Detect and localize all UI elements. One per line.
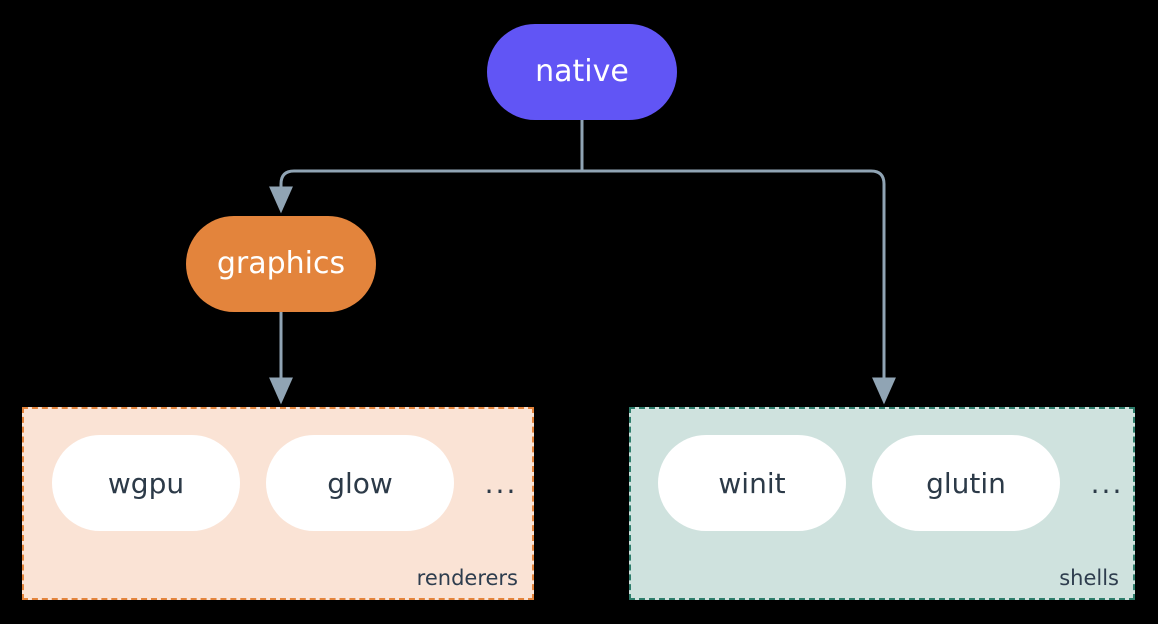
cluster-shells-label: shells xyxy=(1059,566,1119,590)
node-graphics-label: graphics xyxy=(216,246,346,281)
node-winit-label: winit xyxy=(718,466,786,500)
cluster-renderers-label: renderers xyxy=(416,566,518,590)
node-graphics[interactable]: graphics xyxy=(186,216,376,312)
node-wgpu-label: wgpu xyxy=(107,466,185,500)
shells-overflow-ellipsis: ... xyxy=(1090,466,1124,500)
renderers-overflow-ellipsis: ... xyxy=(484,466,518,500)
edge-native-to-graphics xyxy=(269,169,584,214)
node-glow[interactable]: glow xyxy=(266,435,454,531)
node-winit[interactable]: winit xyxy=(658,435,846,531)
cluster-shells: winit glutin ... shells xyxy=(629,407,1135,600)
node-native-label: native xyxy=(535,54,629,89)
cluster-renderers: wgpu glow ... renderers xyxy=(22,407,534,600)
node-native[interactable]: native xyxy=(487,24,677,120)
node-glow-label: glow xyxy=(327,466,393,500)
node-wgpu[interactable]: wgpu xyxy=(52,435,240,531)
edge-native-to-shells xyxy=(580,169,896,405)
node-glutin[interactable]: glutin xyxy=(872,435,1060,531)
node-glutin-label: glutin xyxy=(926,466,1006,500)
